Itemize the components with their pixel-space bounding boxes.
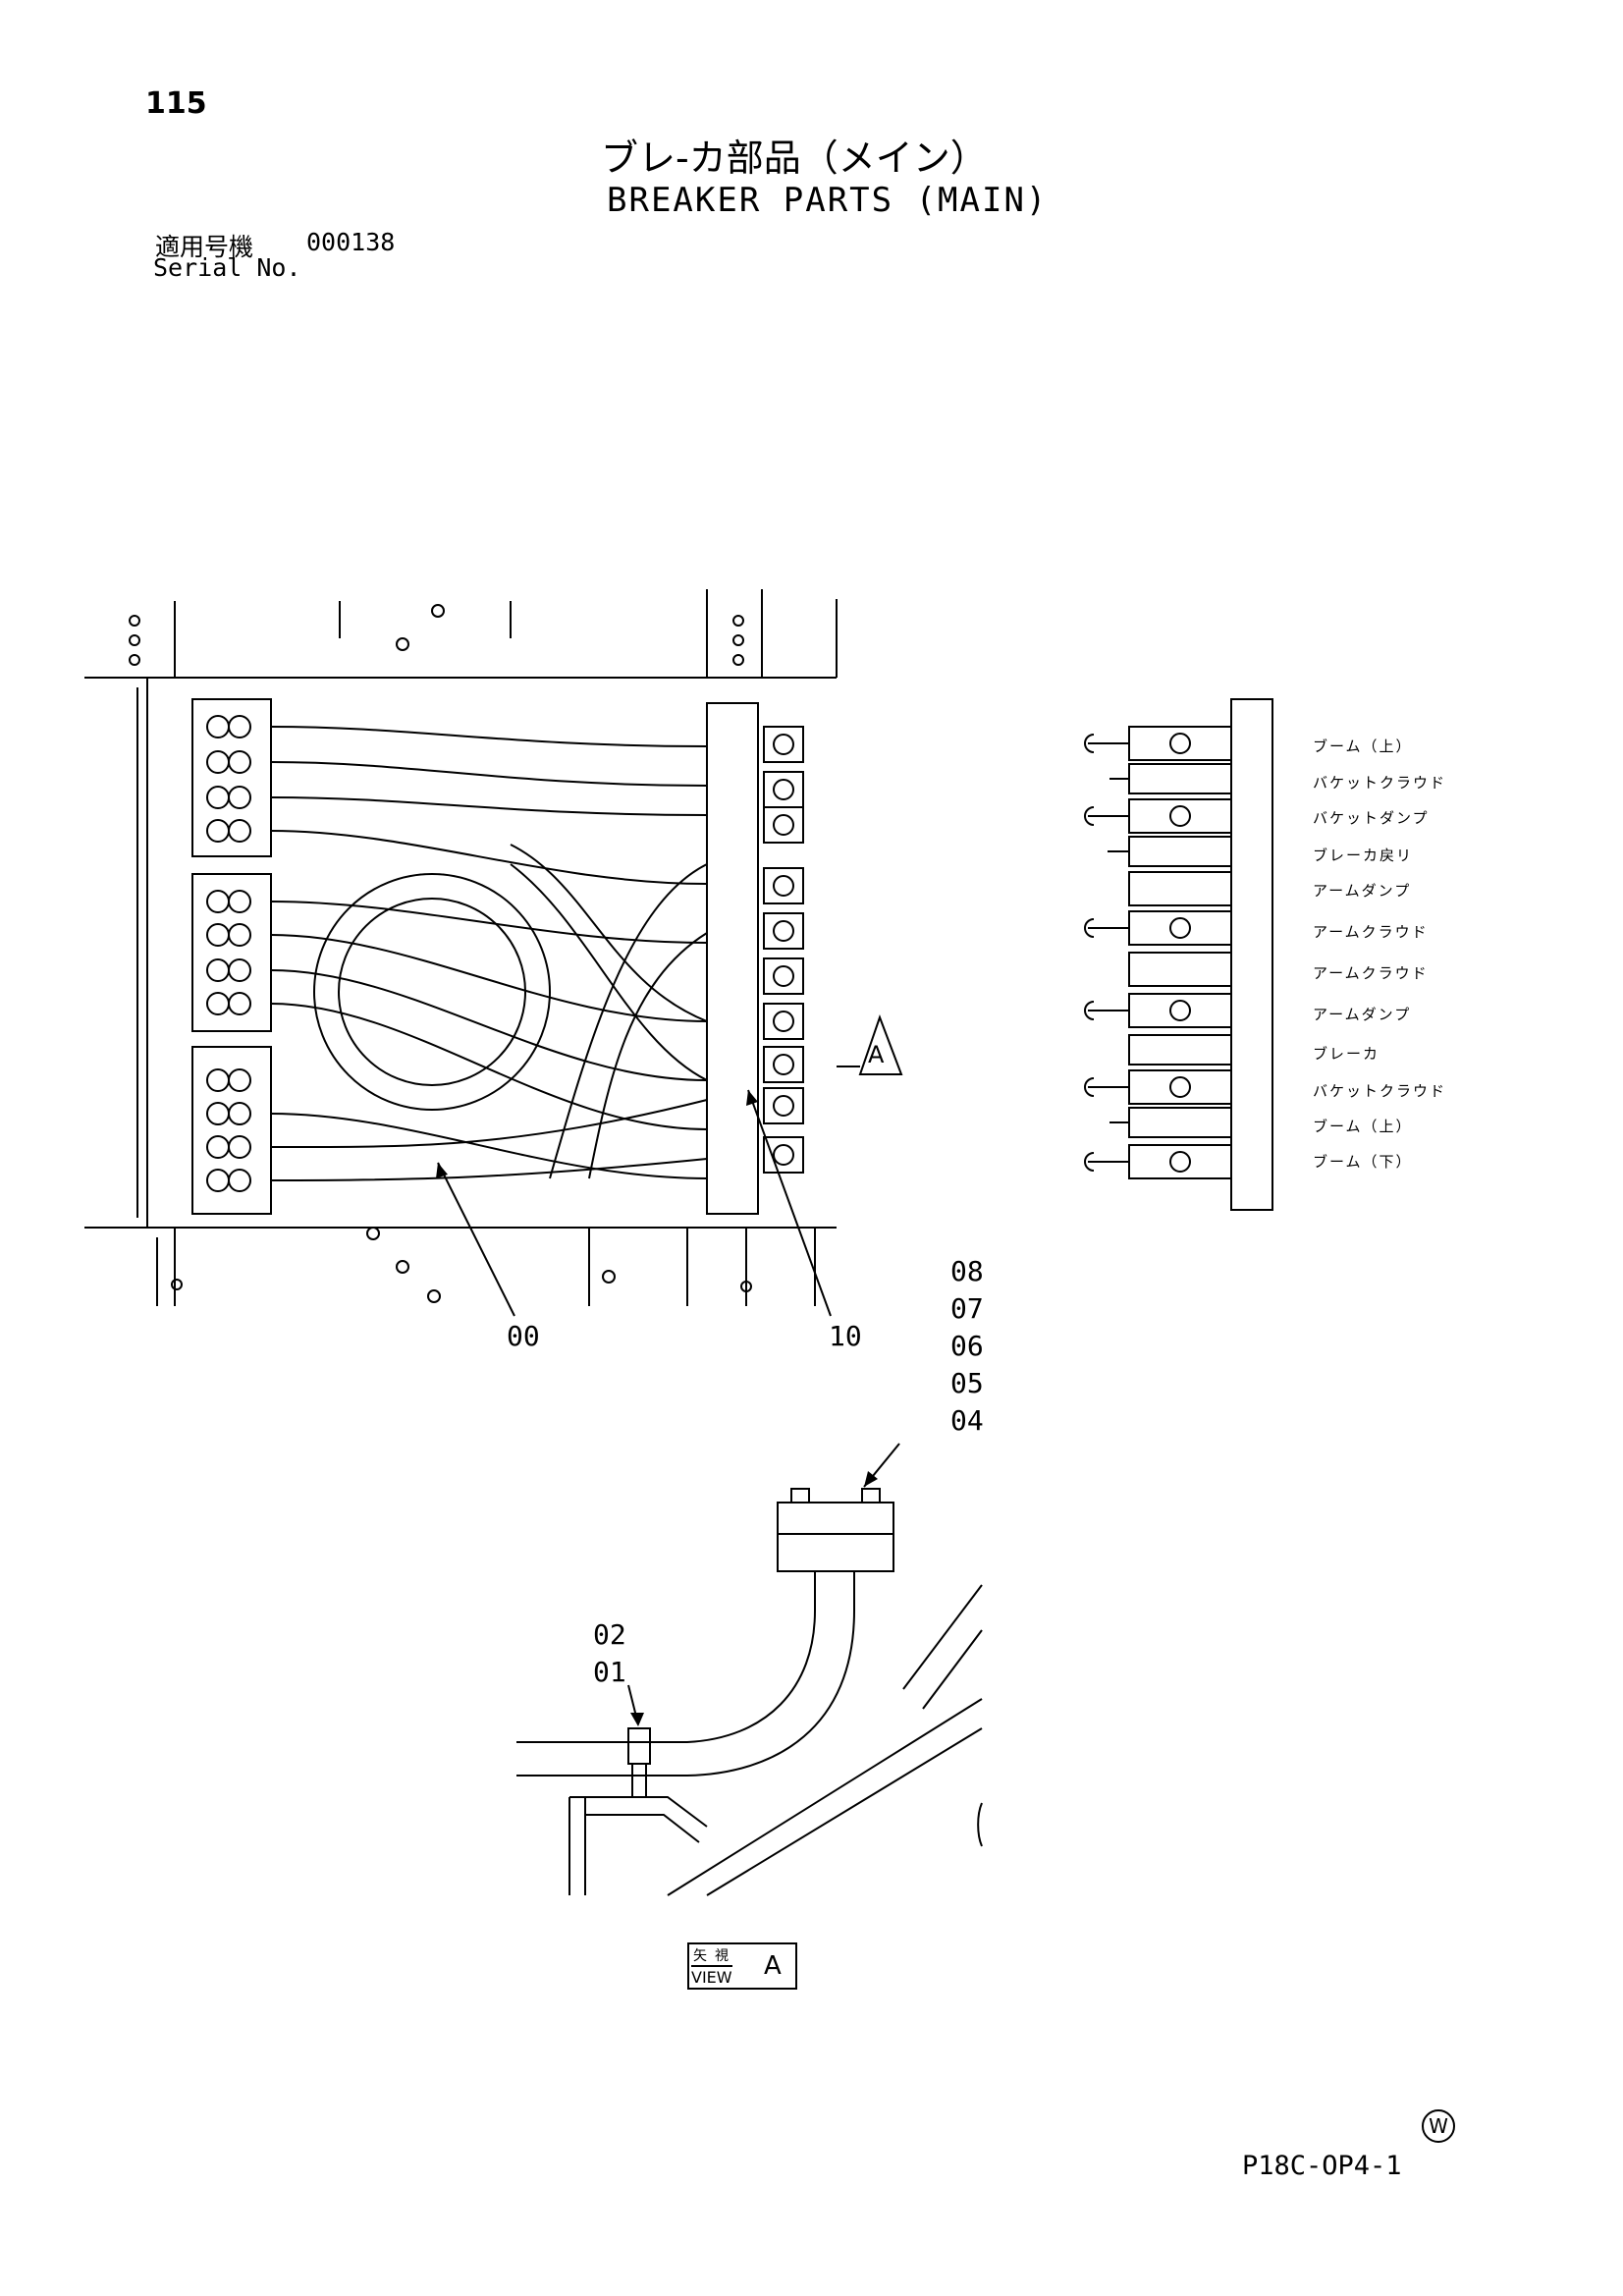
leader-line-10 <box>747 1089 832 1317</box>
serial-label-english: Serial No. <box>153 253 301 282</box>
callout-bolt-06: 06 <box>950 1330 984 1362</box>
valve-label: アームダンプ <box>1313 1006 1412 1023</box>
valve-detail-view <box>1084 698 1273 1211</box>
valve-label: バケットクラウド <box>1313 1082 1447 1100</box>
valve-label: アームクラウド <box>1313 964 1429 982</box>
view-label-english: VIEW <box>691 1965 732 1987</box>
valve-label: ブーム（上） <box>1313 738 1413 755</box>
view-a-drawing <box>516 1443 983 1896</box>
title-japanese: ブレ-カ部品（メイン） <box>601 137 988 180</box>
view-label-japanese: 矢視 <box>693 1948 736 1964</box>
serial-number-value: 000138 <box>306 228 396 256</box>
view-label-letter: A <box>764 1951 782 1981</box>
valve-label: ブレーカ戻リ <box>1313 847 1414 864</box>
callout-bolt-04: 04 <box>950 1404 984 1437</box>
callout-fitting-02: 02 <box>593 1618 626 1651</box>
callout-block: 10 <box>829 1320 862 1352</box>
valve-label: ブーム（下） <box>1313 1153 1413 1171</box>
view-marker-letter: A <box>868 1041 885 1068</box>
frame-outline <box>84 589 838 1306</box>
callout-hose: 00 <box>507 1320 540 1352</box>
page-number: 115 <box>145 86 207 121</box>
serial-label-japanese: 適用号機 <box>155 233 254 261</box>
valve-label: バケットクラウド <box>1313 774 1447 792</box>
hose-bundle <box>270 726 708 1181</box>
title-english: BREAKER PARTS (MAIN) <box>607 181 1049 220</box>
view-a-marker <box>837 1014 903 1075</box>
valve-label: アームクラウド <box>1313 923 1429 941</box>
control-valve-stack <box>191 698 272 1215</box>
view-a-label-box: 矢視 VIEW A <box>687 1942 797 1990</box>
drawing-code: P18C-OP4-1 <box>1242 2151 1402 2181</box>
valve-label: ブーム（上） <box>1313 1118 1413 1135</box>
breaker-manifold <box>706 702 804 1215</box>
callout-bolt-05: 05 <box>950 1367 984 1399</box>
valve-label: アームダンプ <box>1313 882 1412 900</box>
swing-ring <box>313 873 551 1111</box>
watermark-circle-w: W <box>1422 2109 1455 2143</box>
callout-bolt-08: 08 <box>950 1255 984 1287</box>
leader-line-00 <box>437 1162 515 1317</box>
callout-bolt-07: 07 <box>950 1292 984 1325</box>
valve-label: バケットダンプ <box>1313 809 1430 827</box>
callout-fitting-01: 01 <box>593 1656 626 1688</box>
valve-label: ブレーカ <box>1313 1045 1380 1063</box>
